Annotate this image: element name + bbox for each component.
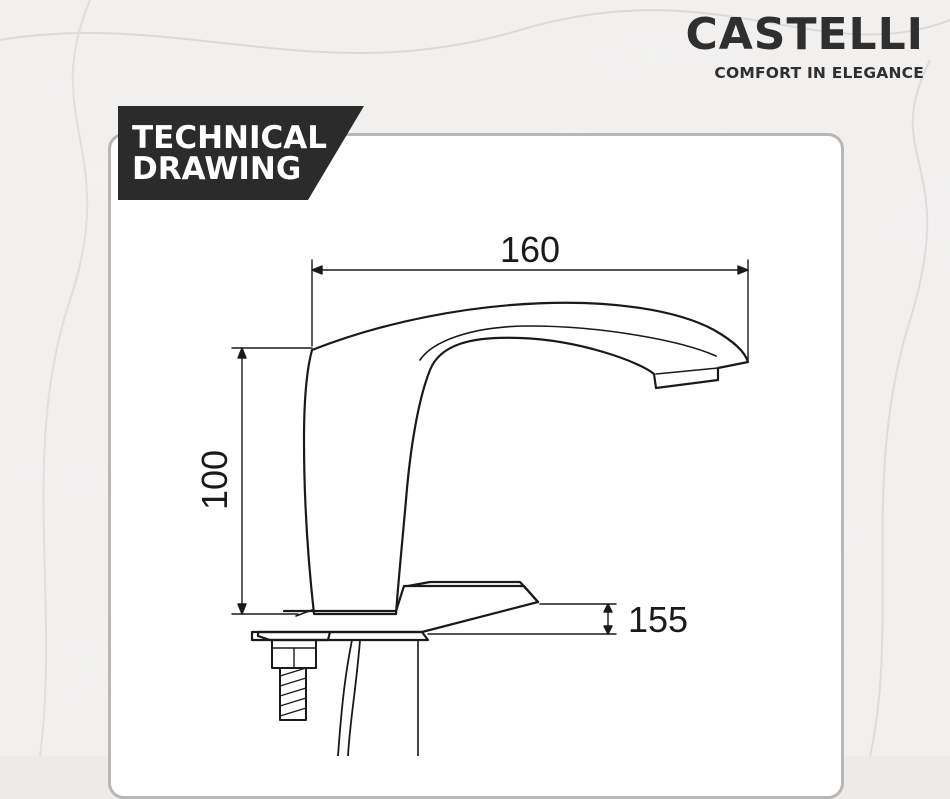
spout-reach-label: 160 xyxy=(500,229,561,270)
faucet-body-outline xyxy=(302,301,750,616)
badge-line-2: DRAWING xyxy=(132,151,302,187)
deck-offset-label: 155 xyxy=(628,599,689,640)
faucet-drawing xyxy=(231,259,750,756)
deck-line xyxy=(295,609,313,617)
base-plate-edge xyxy=(250,630,430,642)
width-dimension xyxy=(311,259,749,361)
technical-drawing-badge: TECHNICAL DRAWING xyxy=(118,106,364,200)
height-dimension xyxy=(231,347,313,615)
spout-inner-line xyxy=(419,325,717,361)
supply-hose xyxy=(337,639,361,756)
brand-name: CASTELLI xyxy=(685,9,924,60)
badge-line-1: TECHNICAL xyxy=(132,120,327,156)
brand-logo: CASTELLI COMFORT IN ELEGANCE xyxy=(685,9,924,83)
threaded-shank xyxy=(279,667,307,721)
deck-dimension xyxy=(427,603,617,635)
badge-shape xyxy=(118,106,364,200)
shank-thread xyxy=(279,667,307,717)
spout-tip-line xyxy=(655,367,719,375)
brand-tagline: COMFORT IN ELEGANCE xyxy=(714,64,924,82)
base-plate-top xyxy=(406,580,540,604)
body-height-label: 100 xyxy=(194,449,235,511)
